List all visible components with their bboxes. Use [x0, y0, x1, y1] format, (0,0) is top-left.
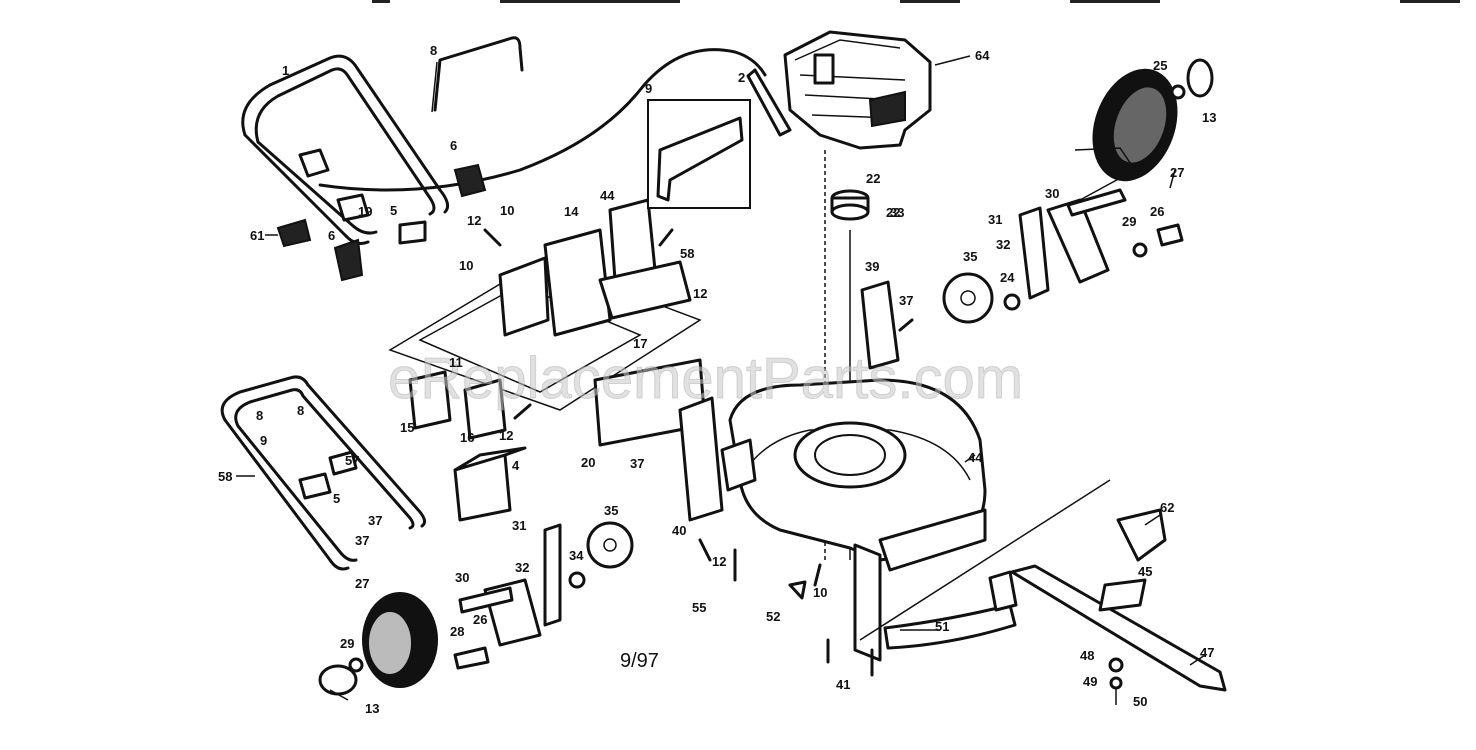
- part-label: 29: [340, 636, 354, 651]
- blade-assembly: [883, 508, 1227, 705]
- part-label: 26: [473, 612, 487, 627]
- part-label: 11: [449, 355, 463, 370]
- part-label: 47: [1200, 645, 1214, 660]
- date-code: 9/97: [620, 650, 659, 672]
- part-label: 40: [672, 523, 686, 538]
- part-label: 49: [1083, 674, 1097, 689]
- part-label: 8: [297, 403, 304, 418]
- part-label: 15: [400, 420, 414, 435]
- part-label: 10: [813, 585, 827, 600]
- leader-lines: [236, 55, 1206, 701]
- part-label: 35: [604, 503, 618, 518]
- part-label: 16: [460, 430, 474, 445]
- part-label: 30: [455, 570, 469, 585]
- part-label: 32: [515, 560, 529, 575]
- part-label: 64: [975, 48, 990, 63]
- part-label: 61: [250, 228, 264, 243]
- part-label: 14: [564, 204, 579, 219]
- part-label: 45: [1138, 564, 1152, 579]
- part-label: 31: [988, 212, 1002, 227]
- part-label: 44: [600, 188, 615, 203]
- part-label: 29: [1122, 214, 1136, 229]
- part-label: 58: [218, 469, 232, 484]
- part-label: 27: [355, 576, 369, 591]
- part-label: 52: [766, 609, 780, 624]
- part-label: 8: [256, 408, 263, 423]
- part-labels: 1 2 4 5 6 8 9 10 10 10 11 12 12 12 12 13…: [218, 43, 1216, 716]
- part-label: 6: [328, 228, 335, 243]
- part-label: 37: [899, 293, 913, 308]
- part-label: 37: [355, 533, 369, 548]
- part-label: 57: [345, 453, 359, 468]
- part-label: 5: [390, 203, 397, 218]
- part-label: 25: [1153, 58, 1167, 73]
- pulley: [830, 189, 870, 221]
- part-label: 30: [1045, 186, 1059, 201]
- part-label: 9: [260, 433, 267, 448]
- part-label: 6: [450, 138, 457, 153]
- wheel-adjust-gears: [586, 272, 994, 569]
- part-label: 58: [680, 246, 694, 261]
- lower-handle: [220, 375, 427, 571]
- handle-hardware: [276, 148, 487, 282]
- part-label: 2: [738, 70, 745, 85]
- part-label: 41: [836, 677, 850, 692]
- part-label: 55: [692, 600, 706, 615]
- rear-left-wheel-assembly: [318, 523, 586, 696]
- part-label: 31: [512, 518, 526, 533]
- header-remnant: [372, 0, 1460, 3]
- part-label: 26: [1150, 204, 1164, 219]
- rear-flap: [453, 446, 527, 522]
- detail-inset: [647, 99, 751, 209]
- part-label: 1: [282, 63, 289, 78]
- part-label: 8: [430, 43, 437, 58]
- part-label: 37: [630, 456, 644, 471]
- part-label: 22: [866, 171, 880, 186]
- rear-deflector-assembly: [388, 198, 707, 447]
- part-label: 48: [1080, 648, 1094, 663]
- part-label: 34: [569, 548, 584, 563]
- part-label: 50: [1133, 694, 1147, 709]
- part-label: 9: [645, 81, 652, 96]
- part-label: 32: [996, 237, 1010, 252]
- control-bail: [431, 36, 524, 113]
- part-label: 44: [968, 450, 983, 465]
- height-adjusters: [678, 280, 900, 522]
- mower-deck: [728, 378, 987, 662]
- part-label: 39: [865, 259, 879, 274]
- fasteners: [483, 228, 1021, 677]
- part-label: 20: [581, 455, 595, 470]
- part-label: 13: [1202, 110, 1216, 125]
- part-label: 33: [890, 205, 904, 220]
- part-label: 12: [499, 428, 513, 443]
- part-label: 35: [963, 249, 977, 264]
- rear-right-wheel-assembly: [1018, 58, 1214, 300]
- part-label: 5: [333, 491, 340, 506]
- part-label: 22: [886, 205, 900, 220]
- part-label: 62: [1160, 500, 1174, 515]
- part-label: 37: [368, 513, 382, 528]
- part-label: 24: [1000, 270, 1015, 285]
- engine: [783, 30, 932, 150]
- part-label: 51: [935, 619, 949, 634]
- part-label: 17: [633, 336, 647, 351]
- watermark: eReplacementParts.com: [388, 346, 1023, 411]
- part-label: 10: [500, 203, 514, 218]
- part-label: 27: [1170, 165, 1184, 180]
- throttle-cable: [318, 48, 792, 192]
- part-label: 13: [365, 701, 379, 716]
- part-label: 12: [693, 286, 707, 301]
- part-label: 28: [450, 624, 464, 639]
- part-label: 12: [712, 554, 726, 569]
- part-label: 4: [512, 458, 520, 473]
- part-label: 10: [459, 258, 473, 273]
- part-label: 12: [467, 213, 481, 228]
- part-label: 19: [358, 204, 372, 219]
